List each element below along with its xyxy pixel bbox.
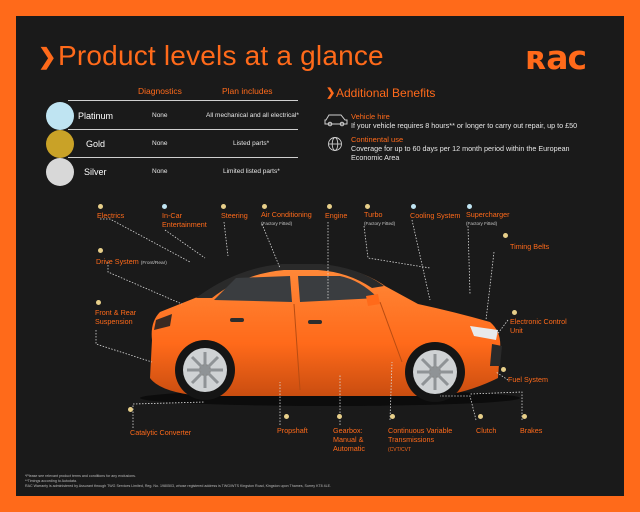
marker-dot bbox=[478, 414, 483, 419]
gold-diagnostics: None bbox=[152, 140, 168, 147]
tier-name-silver: Silver bbox=[84, 167, 107, 177]
part-label-engine: Engine bbox=[325, 211, 348, 220]
part-label-clutch: Clutch bbox=[476, 426, 497, 435]
marker-dot bbox=[365, 204, 370, 209]
gold-plan: Listed parts* bbox=[233, 140, 270, 147]
marker-dot bbox=[128, 407, 133, 412]
marker-dot bbox=[98, 248, 103, 253]
part-label-steering: Steering bbox=[221, 211, 248, 220]
tier-name-gold: Gold bbox=[86, 139, 106, 149]
globe-icon bbox=[328, 137, 342, 151]
benefit-heading-vehicle-hire: Vehicle hire bbox=[351, 112, 390, 121]
part-label-brakes: Brakes bbox=[520, 426, 543, 435]
part-label-cooling-system: Cooling System bbox=[410, 211, 461, 220]
part-label-propshaft: Propshaft bbox=[277, 426, 308, 435]
silver-tier-swatch bbox=[46, 158, 74, 186]
table-divider bbox=[68, 157, 298, 158]
footnote-administration: RAC Warranty is administered by Assurant… bbox=[25, 484, 332, 488]
part-label-electrics: Electrics bbox=[97, 211, 125, 220]
rac-logo: ʀac bbox=[526, 38, 587, 77]
part-label-turbo: Turbo(Factory Fitted) bbox=[364, 210, 396, 226]
platinum-plan: All mechanical and all electrical* bbox=[206, 112, 299, 119]
part-label-fuel-system: Fuel System bbox=[508, 375, 548, 384]
marker-dot bbox=[98, 204, 103, 209]
part-label-drive-system: Drive System (Front/Rear) bbox=[96, 257, 167, 266]
title-chevron-icon: ❯ bbox=[38, 44, 57, 69]
leader-lines bbox=[95, 218, 523, 428]
column-header-diagnostics: Diagnostics bbox=[138, 86, 182, 96]
marker-dot bbox=[390, 414, 395, 419]
platinum-tier-swatch bbox=[46, 102, 74, 130]
marker-dot bbox=[411, 204, 416, 209]
marker-dot bbox=[503, 233, 508, 238]
benefit-text-continental: Coverage for up to 60 days per 12 month … bbox=[351, 144, 570, 162]
marker-dot bbox=[96, 300, 101, 305]
marker-dot bbox=[337, 414, 342, 419]
benefits-title: Additional Benefits bbox=[336, 86, 436, 100]
benefit-heading-continental: Continental use bbox=[351, 135, 404, 144]
car-icon bbox=[324, 114, 348, 127]
table-divider bbox=[68, 129, 298, 130]
part-label-gearbox: Gearbox:Manual &Automatic bbox=[333, 426, 365, 453]
part-label-supercharger: Supercharger(Factory Fitted) bbox=[466, 210, 510, 226]
marker-dot bbox=[327, 204, 332, 209]
silver-diagnostics: None bbox=[152, 168, 168, 175]
marker-dot bbox=[162, 204, 167, 209]
part-label-timing-belts: Timing Belts bbox=[510, 242, 550, 251]
marker-dot bbox=[221, 204, 226, 209]
platinum-diagnostics: None bbox=[152, 112, 168, 119]
marker-dot bbox=[262, 204, 267, 209]
benefit-text-vehicle-hire: If your vehicle requires 8 hours** or lo… bbox=[351, 121, 578, 130]
benefits-chevron-icon: ❯ bbox=[326, 87, 336, 99]
footnote-timings: **Timings according to Autodata. bbox=[25, 479, 78, 483]
table-divider bbox=[68, 100, 298, 101]
marker-dot bbox=[284, 414, 289, 419]
column-header-plan-includes: Plan includes bbox=[222, 86, 273, 96]
part-label-catalytic-converter: Catalytic Converter bbox=[130, 428, 192, 437]
marker-dot bbox=[501, 367, 506, 372]
marker-dot bbox=[522, 414, 527, 419]
marker-dot bbox=[467, 204, 472, 209]
marker-dot bbox=[512, 310, 517, 315]
footnote-exclusions: *Please see relevant product terms and c… bbox=[25, 474, 136, 478]
silver-plan: Limited listed parts* bbox=[223, 168, 280, 175]
tier-name-platinum: Platinum bbox=[78, 111, 114, 121]
page-title: Product levels at a glance bbox=[58, 40, 384, 71]
gold-tier-swatch bbox=[46, 130, 74, 158]
part-label-air-conditioning: Air Conditioning(Factory Fitted) bbox=[261, 210, 312, 226]
